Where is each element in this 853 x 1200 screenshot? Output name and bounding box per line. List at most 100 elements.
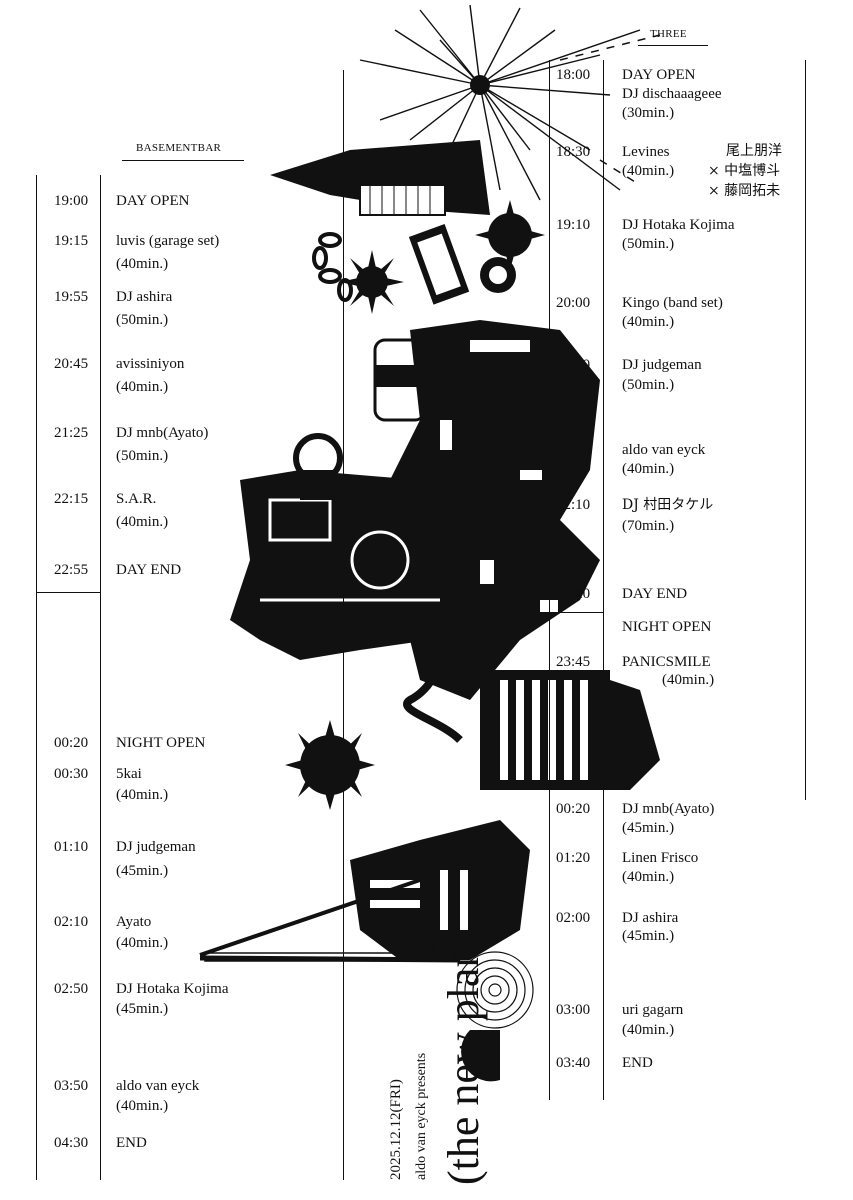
three-time: 18:30	[556, 144, 591, 160]
basement-time: 21:25	[54, 425, 89, 441]
basement-time: 20:45	[54, 356, 89, 372]
basement-act: luvis (garage set)	[116, 233, 220, 249]
basement-time: 02:10	[54, 914, 89, 930]
three-underline	[638, 45, 708, 46]
basement-act: DJ mnb(Ayato)	[116, 425, 209, 441]
three-act: Linen Frisco	[622, 850, 699, 866]
three-time: 20:40	[556, 357, 591, 373]
basementbar-left-rule	[36, 175, 37, 1180]
basementbar-time-rule	[100, 175, 101, 1180]
three-act: DJ ashira	[622, 910, 679, 926]
three-left-rule	[343, 70, 344, 1180]
basementbar-underline	[122, 160, 244, 161]
basement-time: 19:55	[54, 289, 89, 305]
three-act: Levines	[622, 144, 670, 160]
basement-duration: (40min.)	[116, 256, 169, 272]
three-duration: (45min.)	[622, 820, 675, 836]
basement-duration: (40min.)	[116, 935, 169, 951]
three-label: THREE	[650, 28, 687, 40]
three-time: 23:20	[556, 586, 591, 602]
basement-act: 5kai	[116, 766, 142, 782]
basement-act: DJ judgeman	[116, 839, 196, 855]
three-duration: (70min.)	[622, 518, 675, 534]
three-time: 03:00	[556, 1002, 591, 1018]
event-presenter: aldo van eyck presents	[414, 1052, 429, 1180]
three-duration: (40min.)	[622, 163, 675, 179]
three-duration: (30min.)	[622, 105, 675, 121]
basement-duration: (40min.)	[116, 514, 169, 530]
three-time-rule	[603, 60, 604, 1100]
chain-icon	[312, 232, 353, 302]
three-time: 01:20	[556, 850, 591, 866]
three-time: 02:00	[556, 910, 591, 926]
three-inner-rule	[549, 60, 550, 1100]
basement-duration: (40min.)	[116, 379, 169, 395]
basement-duration: (45min.)	[116, 863, 169, 879]
three-act: DJ Hotaka Kojima	[622, 217, 735, 233]
levines-member: × 藤岡拓未	[708, 183, 781, 199]
three-act: DAY OPEN	[622, 67, 696, 83]
basement-act: DAY END	[116, 562, 182, 578]
basement-time: 19:00	[54, 193, 89, 209]
basement-act: S.A.R.	[116, 491, 157, 507]
three-time: 19:10	[556, 217, 591, 233]
basement-time: 22:55	[54, 562, 89, 578]
three-act: Kingo (band set)	[622, 295, 723, 311]
basement-act: Ayato	[116, 914, 152, 930]
three-time: 18:00	[556, 67, 591, 83]
basement-act: aldo van eyck	[116, 1078, 200, 1094]
three-duration: (50min.)	[622, 236, 675, 252]
three-time: 22:10	[556, 497, 591, 513]
three-time: 21:30	[556, 442, 591, 458]
event-date: 2025.12.12(FRI)	[388, 1079, 404, 1180]
three-duration: (40min.)	[622, 461, 675, 477]
basement-duration: (50min.)	[116, 448, 169, 464]
basement-time: 19:15	[54, 233, 89, 249]
basement-duration: (45min.)	[116, 1001, 169, 1017]
three-time: 03:40	[556, 1055, 591, 1071]
basementbar-day-divider	[36, 592, 100, 593]
three-duration: (40min.)	[622, 869, 675, 885]
three-act: NIGHT OPEN	[622, 619, 712, 635]
basement-time: 01:10	[54, 839, 89, 855]
three-act: PANICSMILE	[622, 654, 711, 670]
three-act: DJ judgeman	[622, 357, 702, 373]
three-act: END	[622, 1055, 653, 1071]
three-day-divider	[549, 612, 603, 613]
basement-act: NIGHT OPEN	[116, 735, 206, 751]
three-duration: (45min.)	[622, 928, 675, 944]
three-act: DJ dischaaageee	[622, 86, 722, 102]
basement-act: avissiniyon	[116, 356, 185, 372]
event-title: (the new plan)	[439, 930, 488, 1185]
three-time: 20:00	[556, 295, 591, 311]
three-act: DJ 村田タケル	[622, 497, 714, 513]
three-act: aldo van eyck	[622, 442, 706, 458]
basement-act: DJ Hotaka Kojima	[116, 981, 229, 997]
basement-time: 02:50	[54, 981, 89, 997]
three-time: 00:20	[556, 801, 591, 817]
basement-time: 22:15	[54, 491, 89, 507]
record-rings-icon	[456, 951, 534, 1029]
basement-time: 00:30	[54, 766, 89, 782]
three-act: DAY END	[622, 586, 688, 602]
basementbar-label: BASEMENTBAR	[136, 142, 222, 154]
basement-time: 04:30	[54, 1135, 89, 1151]
three-duration: (50min.)	[622, 377, 675, 393]
basement-duration: (50min.)	[116, 312, 169, 328]
basement-time: 00:20	[54, 735, 89, 751]
basement-act: END	[116, 1135, 147, 1151]
ink-splat-icon	[475, 200, 545, 293]
event-number: #2	[426, 936, 441, 950]
three-act: DJ mnb(Ayato)	[622, 801, 715, 817]
levines-member: × 中塩博斗	[708, 163, 781, 179]
three-duration: (40min.)	[622, 314, 675, 330]
starburst-icon	[359, 4, 641, 201]
basement-duration: (40min.)	[116, 787, 169, 803]
three-time: 23:45	[556, 654, 591, 670]
basement-act: DJ ashira	[116, 289, 173, 305]
three-duration: (40min.)	[662, 672, 715, 688]
basement-duration: (40min.)	[116, 1098, 169, 1114]
three-right-rule	[805, 60, 806, 800]
three-duration: (40min.)	[622, 1022, 675, 1038]
